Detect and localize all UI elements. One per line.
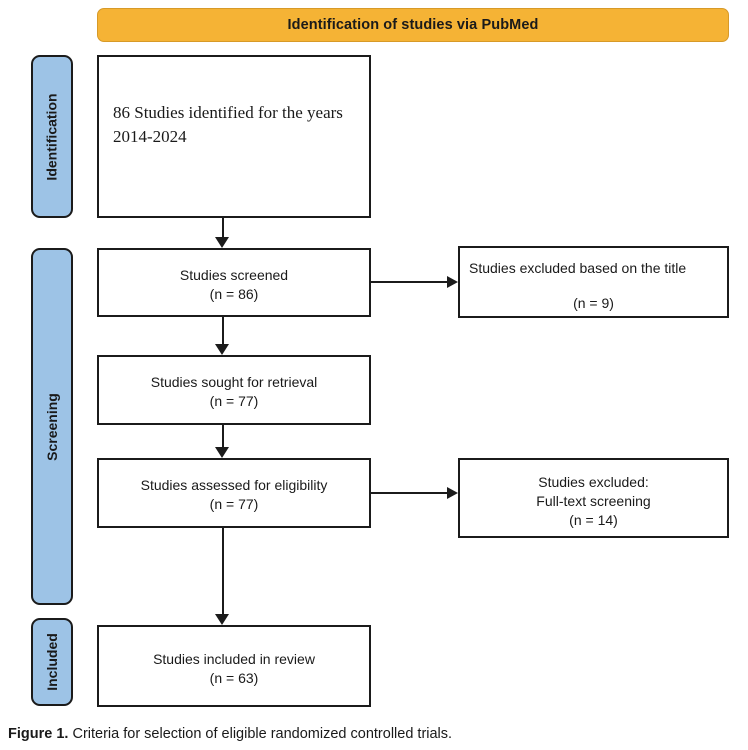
stage-label-identification-text: Identification	[44, 92, 60, 181]
arrow-screened-to-sought-head-icon	[215, 344, 229, 355]
flow-box-studies-screened: Studies screened (n = 86)	[97, 248, 371, 317]
arrow-assessed-to-included-head-icon	[215, 614, 229, 625]
figure-caption-label: Figure 1.	[8, 726, 69, 742]
flow-box-studies-assessed-count: (n = 77)	[209, 496, 259, 512]
arrow-sought-to-assessed-line	[222, 425, 224, 447]
arrow-assessed-to-included-line	[222, 528, 224, 614]
arrow-screened-to-excluded-title-head-icon	[447, 275, 458, 288]
arrow-identified-to-screened-head-icon	[215, 237, 229, 248]
flow-box-excluded-fulltext-text: Studies excluded: Full-text screening (n…	[460, 473, 727, 530]
flow-box-excluded-fulltext: Studies excluded: Full-text screening (n…	[458, 458, 729, 538]
flow-box-studies-screened-count: (n = 86)	[209, 286, 259, 302]
flow-box-studies-included: Studies included in review (n = 63)	[97, 625, 371, 707]
figure-caption-text: Criteria for selection of eligible rando…	[68, 726, 453, 742]
arrow-identified-to-screened-line	[222, 218, 224, 238]
stage-label-included: Included	[31, 618, 73, 706]
flow-box-excluded-by-title-reason: Studies excluded based on the title	[469, 260, 687, 276]
arrow-sought-to-assessed-head-icon	[215, 447, 229, 458]
flow-box-excluded-fulltext-count: (n = 14)	[569, 512, 618, 528]
diagram-header-banner: Identification of studies via PubMed	[97, 8, 729, 42]
flow-box-studies-screened-line1: Studies screened	[179, 267, 289, 283]
flow-box-studies-sought: Studies sought for retrieval (n = 77)	[97, 355, 371, 425]
flow-box-studies-sought-count: (n = 77)	[209, 393, 259, 409]
flow-box-studies-assessed: Studies assessed for eligibility (n = 77…	[97, 458, 371, 528]
flow-box-studies-assessed-line1: Studies assessed for eligibility	[140, 477, 328, 493]
flow-box-excluded-fulltext-line2: Full-text screening	[536, 493, 651, 509]
arrow-assessed-to-excluded-fulltext-line	[371, 492, 447, 494]
flow-box-studies-included-text: Studies included in review (n = 63)	[99, 650, 369, 688]
flow-box-studies-screened-text: Studies screened (n = 86)	[99, 266, 369, 304]
arrow-assessed-to-excluded-fulltext-head-icon	[447, 486, 458, 499]
flow-box-studies-identified-text: 86 Studies identified for the years 2014…	[113, 103, 343, 146]
flow-box-studies-assessed-text: Studies assessed for eligibility (n = 77…	[99, 476, 369, 514]
figure-caption: Figure 1. Criteria for selection of elig…	[8, 726, 738, 742]
flow-box-studies-included-line1: Studies included in review	[153, 651, 315, 667]
flow-box-excluded-fulltext-line1: Studies excluded:	[538, 474, 649, 490]
flow-box-studies-sought-line1: Studies sought for retrieval	[150, 374, 318, 390]
flow-box-studies-sought-text: Studies sought for retrieval (n = 77)	[99, 373, 369, 411]
arrow-screened-to-sought-line	[222, 317, 224, 344]
flow-box-studies-identified: 86 Studies identified for the years 2014…	[97, 55, 371, 218]
diagram-header-title: Identification of studies via PubMed	[287, 17, 539, 33]
flow-box-studies-included-count: (n = 63)	[209, 670, 259, 686]
flow-box-excluded-by-title-count: (n = 9)	[573, 295, 614, 311]
stage-label-included-text: Included	[44, 633, 60, 691]
arrow-screened-to-excluded-title-line	[371, 281, 447, 283]
stage-label-screening-text: Screening	[44, 392, 61, 461]
flow-box-excluded-by-title: Studies excluded based on the title (n =…	[458, 246, 729, 318]
stage-label-screening: Screening	[31, 248, 73, 605]
stage-label-identification: Identification	[31, 55, 73, 218]
